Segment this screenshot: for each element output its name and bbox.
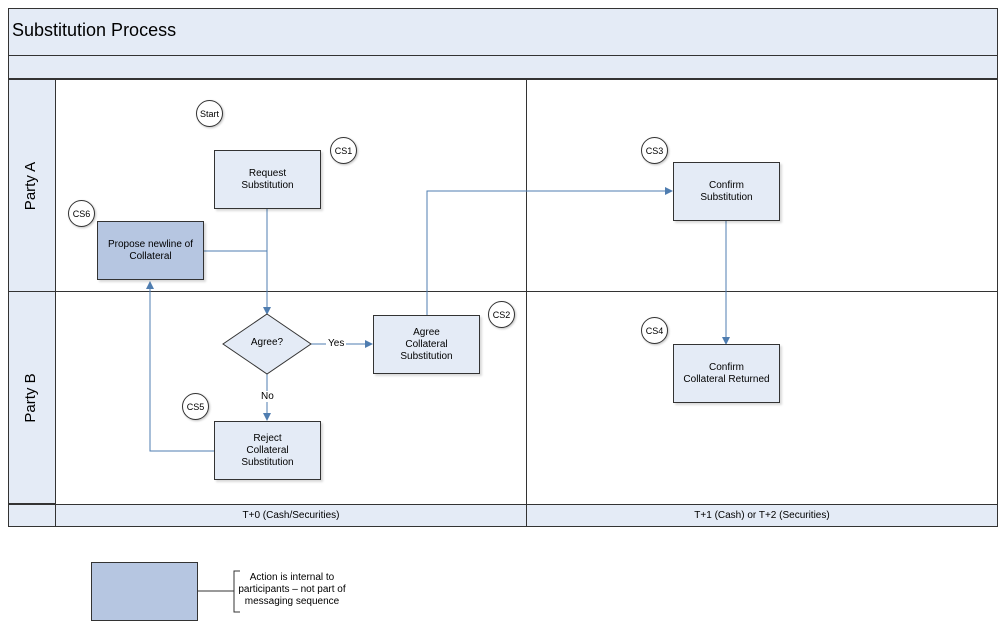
legend-description: Action is internal to participants – not…	[238, 572, 346, 607]
lane-divider	[56, 291, 998, 292]
lane-header-party-b: Party B	[8, 291, 56, 504]
phase-label-t1: T+1 (Cash) or T+2 (Securities)	[526, 504, 998, 527]
marker-cs6: CS6	[68, 200, 95, 227]
title-band	[8, 8, 998, 56]
decision-agree: Agree?	[250, 337, 284, 348]
process-propose-collateral: Propose newline of Collateral	[97, 221, 204, 280]
start-marker: Start	[196, 100, 223, 127]
edge-reject-to-propose	[146, 281, 214, 452]
edge-label-no: No	[259, 391, 276, 402]
diagram-title: Substitution Process	[12, 20, 177, 40]
process-agree-collateral: Agree Collateral Substitution	[373, 315, 480, 374]
process-confirm-substitution: Confirm Substitution	[673, 162, 780, 221]
header-band	[8, 56, 998, 79]
decision-diamond-shape	[222, 313, 312, 375]
process-request-substitution: Request Substitution	[214, 150, 321, 209]
marker-cs2: CS2	[488, 301, 515, 328]
marker-cs5: CS5	[182, 393, 209, 420]
legend-bracket	[233, 570, 240, 613]
marker-cs3: CS3	[641, 137, 668, 164]
edge-agree-to-confirm	[426, 187, 673, 315]
marker-cs4: CS4	[641, 317, 668, 344]
phase-divider	[526, 79, 527, 527]
edge-label-yes: Yes	[326, 338, 347, 349]
process-reject-collateral: Reject Collateral Substitution	[214, 421, 321, 480]
marker-cs1: CS1	[330, 137, 357, 164]
legend-swatch	[91, 562, 198, 621]
process-confirm-returned: Confirm Collateral Returned	[673, 344, 780, 403]
